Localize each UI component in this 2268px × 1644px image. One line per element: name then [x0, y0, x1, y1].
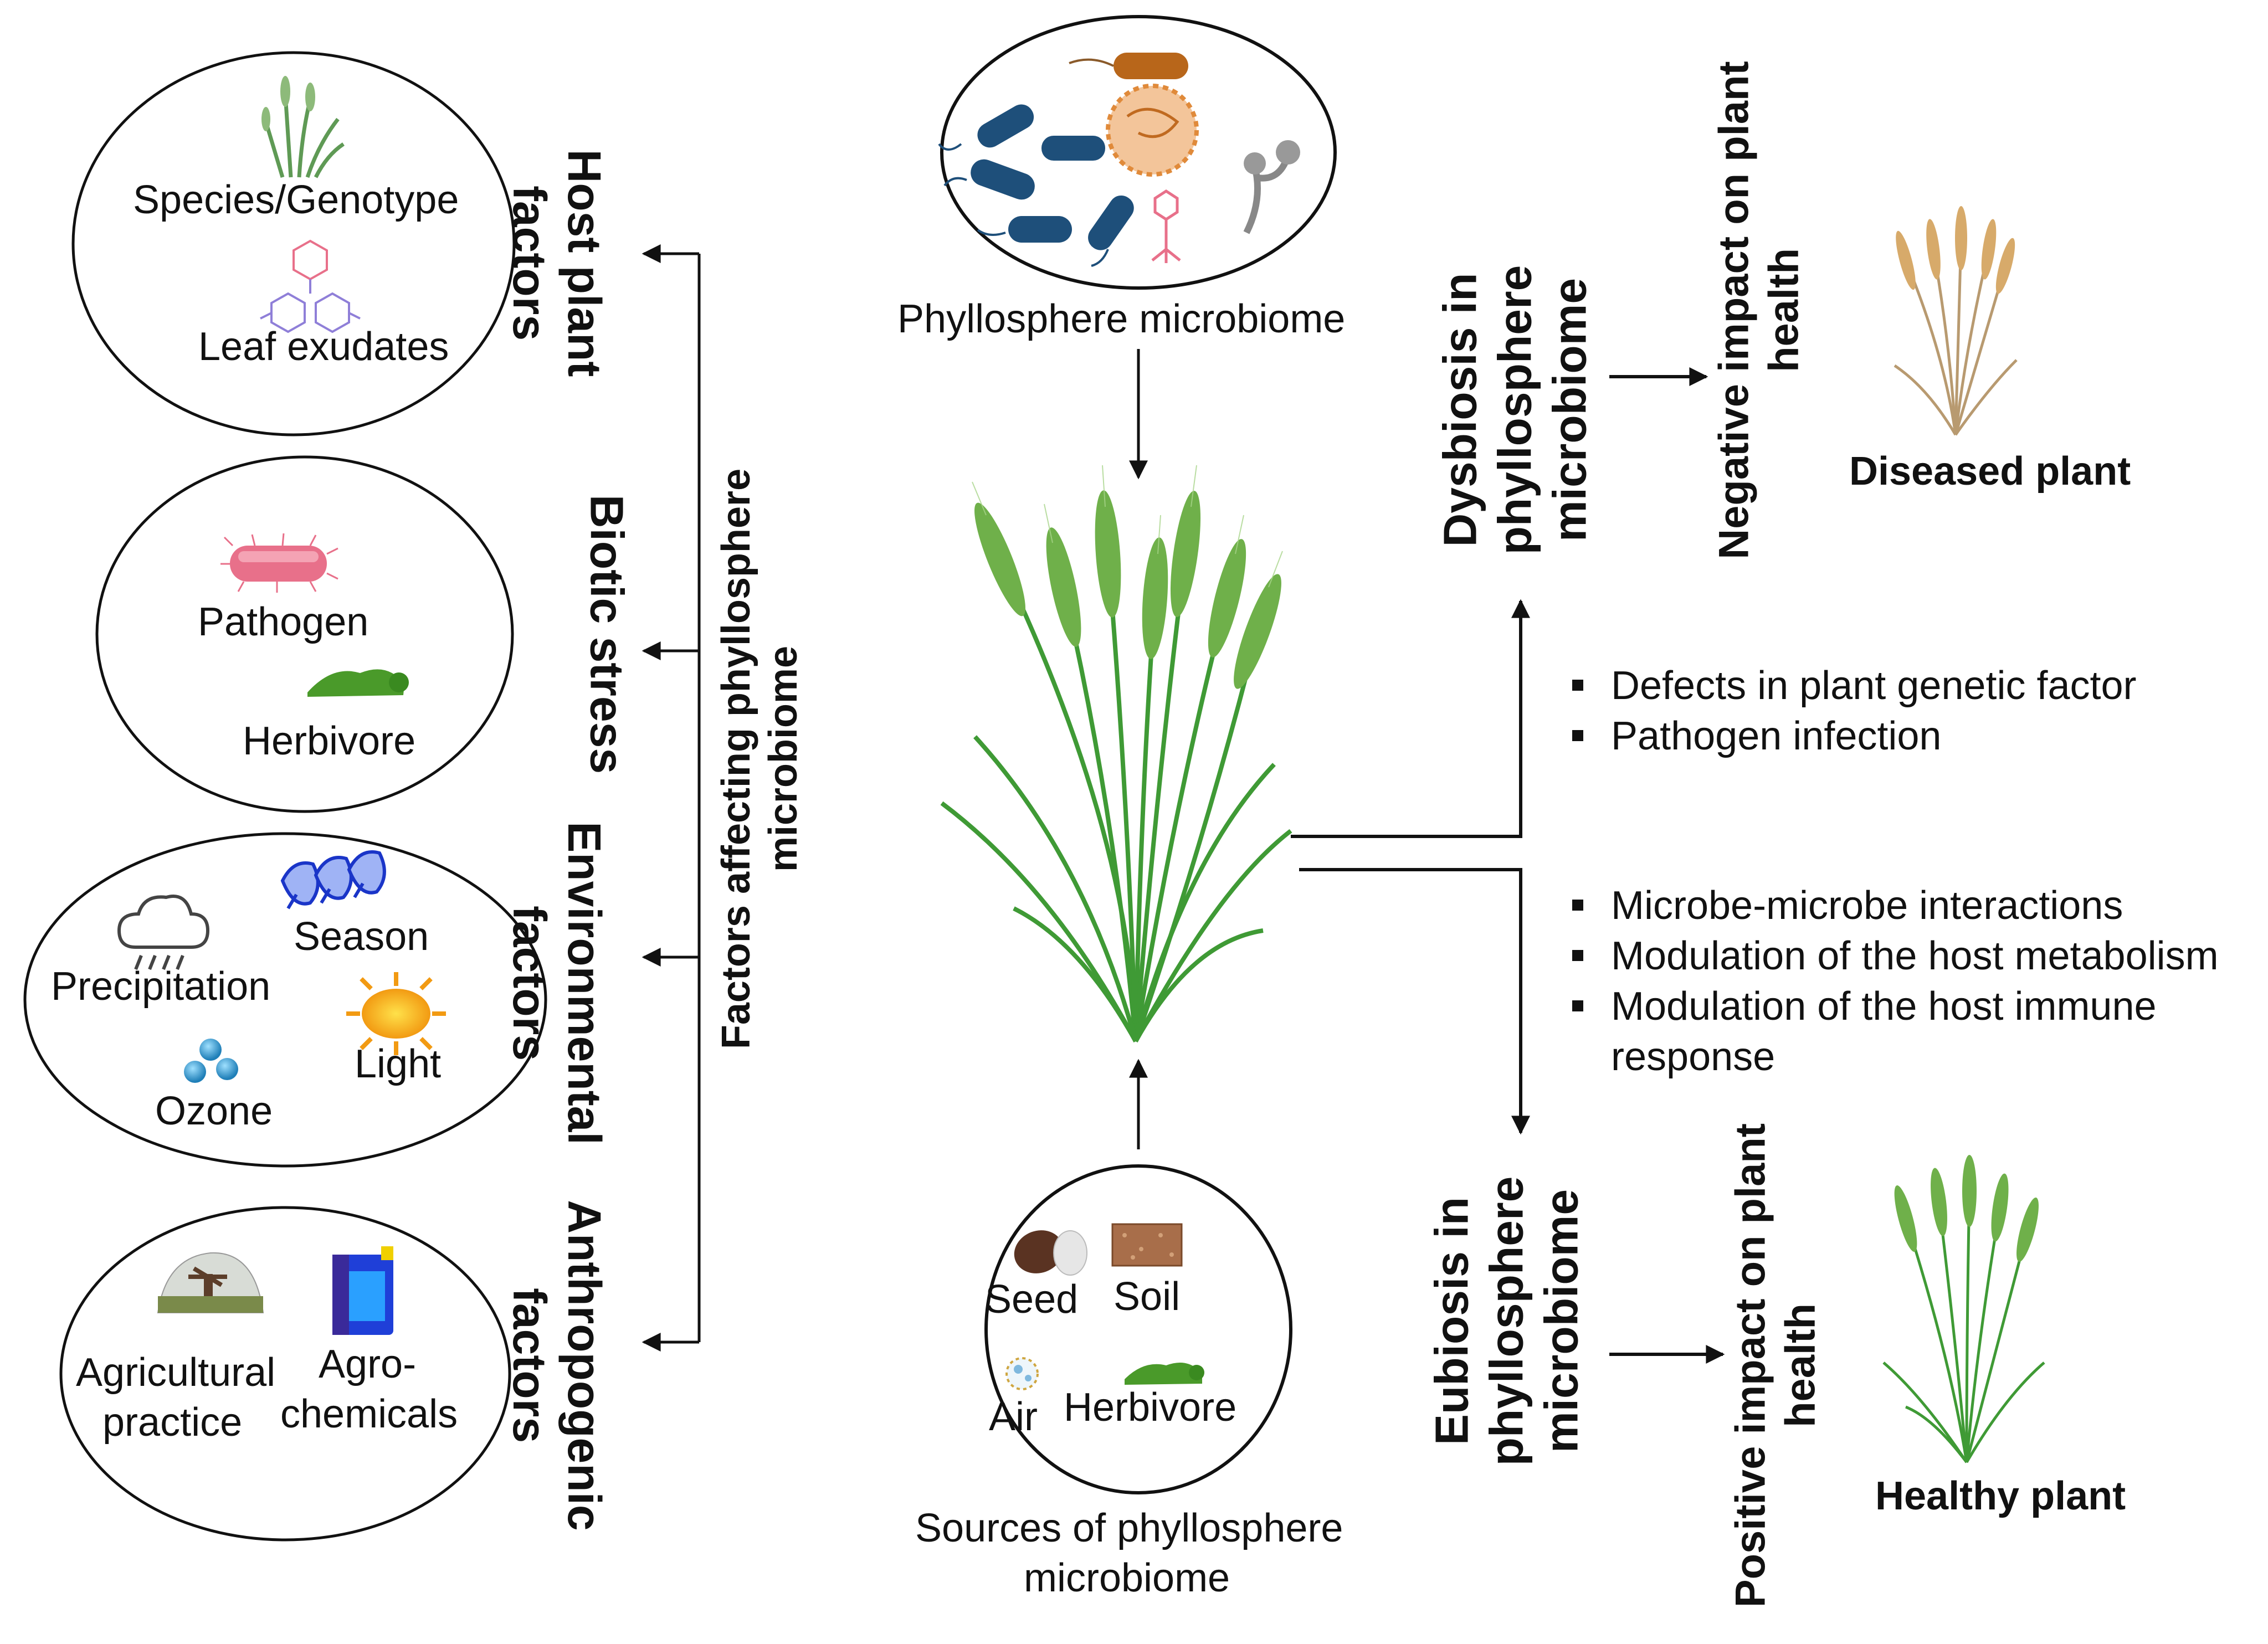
air-icon — [1005, 1357, 1039, 1390]
ozone-label: Ozone — [155, 1089, 273, 1133]
dysbiosis-causes-list: Defects in plant genetic factor Pathogen… — [1561, 661, 2137, 762]
season-icon — [280, 850, 386, 910]
rain-cloud-icon — [117, 895, 210, 970]
eubiosis-cause-text-cont: response — [1611, 1035, 1776, 1079]
biotic-stress-label: Biotic stress — [581, 494, 633, 774]
diseased-plant-label: Diseased plant — [1849, 449, 2131, 494]
soil-icon — [1111, 1223, 1183, 1267]
pathogen-label: Pathogen — [198, 600, 369, 644]
grass-icon — [261, 76, 345, 178]
agricultural-label-line2: practice — [102, 1400, 243, 1445]
dysbiosis-label: Dysbiosis in phyllosphere microbiome — [1434, 265, 1596, 555]
host-factors-circle — [71, 51, 516, 436]
molecule-icon — [260, 239, 361, 333]
agrochemicals-label-line2: chemicals — [280, 1392, 458, 1436]
leaf-exudates-label: Leaf exudates — [198, 325, 449, 369]
dysbiosis-connector — [1291, 599, 1530, 838]
species-genotype-label: Species/Genotype — [133, 178, 459, 222]
sources-label-line1: Sources of phyllosphere — [915, 1506, 1343, 1550]
rod-bacterium-icon — [1069, 53, 1188, 79]
healthy-plant-label: Healthy plant — [1875, 1474, 2126, 1518]
sun-icon — [346, 972, 446, 1055]
eubiosis-cause-item: Microbe-microbe interactions — [1561, 881, 2219, 931]
eubiosis-cause-item: Modulation of the host metabolism — [1561, 931, 2219, 982]
soil-label: Soil — [1114, 1275, 1181, 1319]
season-label: Season — [294, 915, 429, 959]
precipitation-label: Precipitation — [51, 964, 271, 1009]
eubiosis-label: Eubiosis in phyllosphere microbiome — [1425, 1176, 1588, 1466]
host-plant-factors-label: Host plant factors — [504, 149, 611, 377]
environmental-factors-label: Environmental factors — [504, 821, 611, 1145]
bacteria-icon — [938, 104, 1134, 267]
positive-impact-label: Positive impact on plant health — [1727, 1123, 1824, 1608]
herbivore-source-label: Herbivore — [1064, 1385, 1237, 1430]
environmental-factors-circle — [23, 832, 547, 1168]
eubiosis-causes-list: Microbe-microbe interactions Modulation … — [1561, 881, 2219, 1082]
pathogen-icon — [220, 533, 338, 593]
fungus-icon — [1243, 140, 1300, 234]
seed-icon — [1014, 1230, 1087, 1276]
dysbiosis-cause-item: Defects in plant genetic factor — [1561, 661, 2137, 711]
diseased-plant-image — [1894, 206, 2018, 436]
bacteriophage-icon — [1151, 189, 1181, 263]
caterpillar-icon — [307, 669, 409, 697]
dysbiosis-cause-item: Pathogen infection — [1561, 711, 2137, 762]
herbivore-source-icon — [1125, 1363, 1204, 1385]
anthropogenic-factors-circle — [59, 1206, 511, 1542]
sources-label-line2: microbiome — [1024, 1556, 1230, 1600]
seed-label: Seed — [985, 1277, 1079, 1322]
herbivore-label: Herbivore — [243, 719, 416, 763]
agricultural-practice-image — [157, 1252, 264, 1313]
eubiosis-cause-item: Modulation of the host immune response — [1561, 982, 2219, 1082]
factors-affecting-label: Factors affecting phyllosphere microbiom… — [714, 468, 805, 1050]
phyllosphere-microbiome-circle — [940, 15, 1337, 290]
air-label: Air — [989, 1395, 1038, 1439]
eubiosis-cause-text: Modulation of the host immune — [1611, 984, 2157, 1029]
wheat-plant-image — [940, 465, 1292, 1042]
agrochemical-canister-icon — [332, 1246, 393, 1335]
ozone-icon — [184, 1039, 238, 1083]
anthropogenic-factors-label: Anthropogenic factors — [504, 1200, 611, 1531]
healthy-plant-image — [1882, 1155, 2045, 1463]
factors-connector — [642, 244, 701, 1352]
virus-icon — [1106, 84, 1199, 177]
negative-impact-label: Negative impact on plant health — [1710, 61, 1807, 559]
sources-circle — [984, 1164, 1292, 1494]
biotic-stress-circle — [95, 455, 514, 813]
light-label: Light — [355, 1042, 442, 1086]
agrochemicals-label-line1: Agro- — [319, 1342, 417, 1386]
phyllosphere-microbiome-label: Phyllosphere microbiome — [897, 297, 1346, 341]
agricultural-label-line1: Agricultural — [76, 1350, 276, 1395]
eubiosis-connector — [1299, 868, 1530, 1135]
